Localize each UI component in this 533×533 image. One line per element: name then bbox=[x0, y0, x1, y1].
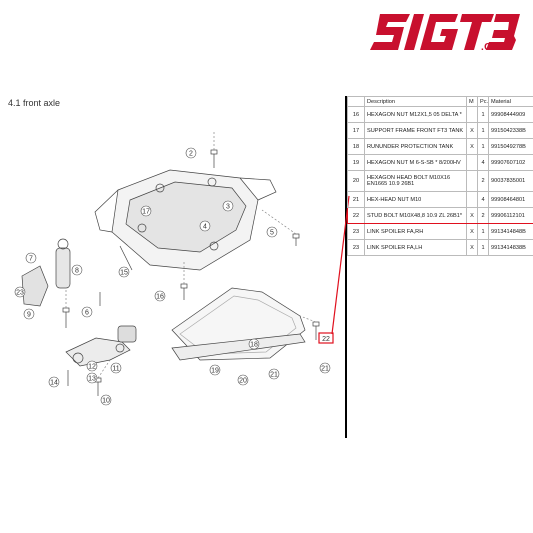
callout-22-highlight: 22 bbox=[318, 332, 334, 344]
table-row[interactable]: 18 RUNUNDER PROTECTION TANK X 1 99150492… bbox=[347, 138, 533, 155]
svg-text:22: 22 bbox=[322, 336, 330, 343]
front-axle-diagram: 2 3 4 5 6 7 8 9 10 11 12 13 14 15 16 17 … bbox=[14, 130, 334, 406]
callout-7: 7 bbox=[25, 252, 37, 264]
svg-text:21: 21 bbox=[270, 372, 278, 379]
table-row-selected[interactable]: 22 STUD BOLT M10X48,8 10.9 ZL 26B1* X 2 … bbox=[347, 207, 533, 224]
svg-text:5: 5 bbox=[270, 230, 274, 237]
svg-text:16: 16 bbox=[156, 294, 164, 301]
section-title: 4.1 front axle bbox=[8, 98, 61, 108]
callout-8: 8 bbox=[71, 264, 83, 276]
callout-19: 19 bbox=[209, 364, 221, 376]
table-row[interactable]: 21 HEX-HEAD NUT M10 4 99908464801 bbox=[347, 191, 533, 208]
callout-5: 5 bbox=[266, 226, 278, 238]
svg-text:20: 20 bbox=[239, 378, 247, 385]
svg-text:15: 15 bbox=[120, 270, 128, 277]
logo-domain: .COM bbox=[481, 42, 509, 53]
callout-11: 11 bbox=[110, 362, 122, 374]
col-material: Material bbox=[488, 96, 533, 107]
callout-16: 16 bbox=[154, 290, 166, 302]
callout-2: 2 bbox=[185, 147, 197, 159]
callout-4: 4 bbox=[199, 220, 211, 232]
table-row[interactable]: 16 HEXAGON NUT M12X1,5 05 DELTA * 1 9990… bbox=[347, 106, 533, 123]
col-pos bbox=[347, 96, 365, 107]
callout-17: 17 bbox=[140, 205, 152, 217]
svg-text:17: 17 bbox=[142, 209, 150, 216]
svg-text:23: 23 bbox=[16, 290, 24, 297]
callout-9: 9 bbox=[23, 308, 35, 320]
svg-text:13: 13 bbox=[88, 376, 96, 383]
table-row[interactable]: 17 SUPPORT FRAME FRONT FT3 TANK X 1 9915… bbox=[347, 122, 533, 139]
svg-text:18: 18 bbox=[250, 342, 258, 349]
callout-12: 12 bbox=[86, 360, 98, 372]
callout-14: 14 bbox=[48, 376, 60, 388]
svg-text:8: 8 bbox=[75, 268, 79, 275]
svg-text:7: 7 bbox=[29, 256, 33, 263]
callout-13: 13 bbox=[86, 372, 98, 384]
callout-15: 15 bbox=[118, 266, 130, 278]
sigtb-logo[interactable] bbox=[370, 12, 520, 52]
callout-6: 6 bbox=[81, 306, 93, 318]
callout-20: 20 bbox=[237, 374, 249, 386]
svg-text:19: 19 bbox=[211, 368, 219, 375]
table-row[interactable]: 23 LINK SPOILER FA,RH X 1 9913414848B bbox=[347, 223, 533, 240]
svg-text:21: 21 bbox=[321, 366, 329, 373]
svg-text:10: 10 bbox=[102, 398, 110, 405]
svg-text:9: 9 bbox=[27, 312, 31, 319]
table-header: Description M Pc. Material bbox=[347, 96, 533, 107]
col-m: M bbox=[466, 96, 478, 107]
svg-text:2: 2 bbox=[189, 151, 193, 158]
svg-text:3: 3 bbox=[226, 204, 230, 211]
callout-18: 18 bbox=[248, 338, 260, 350]
callout-10: 10 bbox=[100, 394, 112, 406]
col-description: Description bbox=[364, 96, 467, 107]
svg-text:14: 14 bbox=[50, 380, 58, 387]
table-row[interactable]: 23 LINK SPOILER FA,LH X 1 9913414838B bbox=[347, 239, 533, 256]
svg-text:6: 6 bbox=[85, 310, 89, 317]
callout-21: 21 bbox=[268, 368, 280, 380]
callout-3: 3 bbox=[222, 200, 234, 212]
table-row[interactable]: 20 HEXAGON HEAD BOLT M10X16 EN1665 10.9 … bbox=[347, 170, 533, 192]
svg-text:12: 12 bbox=[88, 364, 96, 371]
callout-23: 23 bbox=[14, 286, 26, 298]
svg-text:4: 4 bbox=[203, 224, 207, 231]
table-row[interactable]: 19 HEXAGON NUT M 6-S-SB * 8/200HV 4 9990… bbox=[347, 154, 533, 171]
control-arm-shape bbox=[65, 337, 131, 367]
parts-table: Description M Pc. Material 16 HEXAGON NU… bbox=[347, 96, 533, 256]
col-pc: Pc. bbox=[477, 96, 489, 107]
svg-text:11: 11 bbox=[112, 366, 119, 373]
callout-21b: 21 bbox=[319, 362, 331, 374]
